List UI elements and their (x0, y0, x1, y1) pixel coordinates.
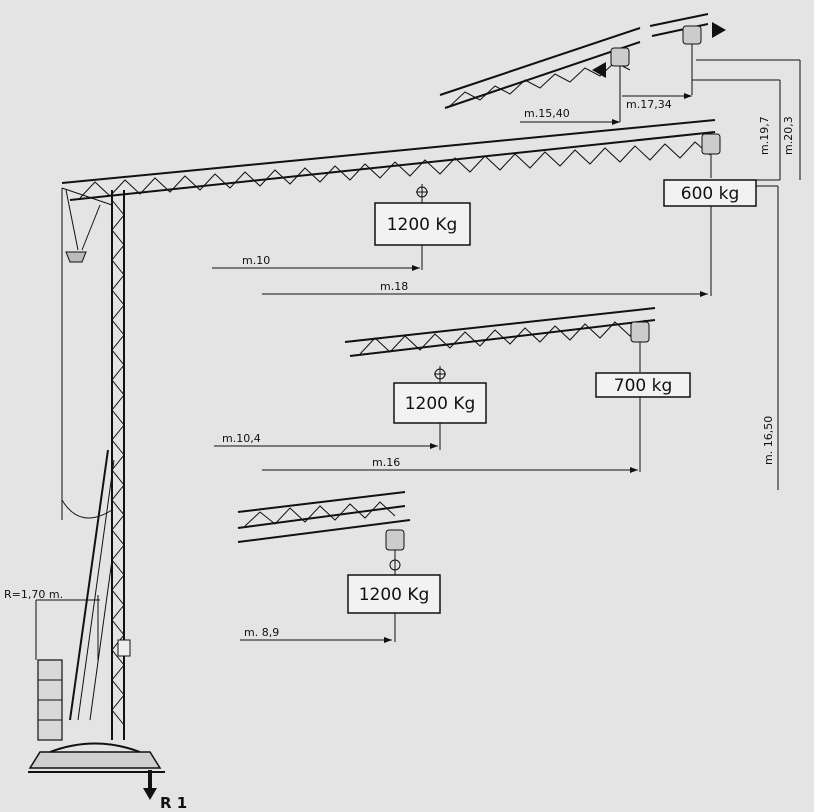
dim-m197: m.19,7 (758, 116, 771, 155)
load-boxes: 1200 Kg 600 kg 1200 Kg 700 kg 1200 Kg (347, 179, 757, 614)
load-mid-max: 700 kg (614, 376, 673, 396)
dim-m1540: m.15,40 (524, 107, 570, 120)
load-box-top-inner (374, 202, 471, 246)
jib-extended (439, 13, 726, 122)
reaction-label: R 1 (160, 794, 187, 812)
load-box-top-max (663, 179, 757, 207)
dim-m10: m.10 (242, 254, 270, 267)
dim-m1650: m. 16,50 (762, 416, 775, 465)
load-low: 1200 Kg (359, 585, 430, 605)
mast (28, 187, 165, 800)
load-box-low (347, 574, 441, 614)
load-top-max: 600 kg (681, 184, 740, 204)
load-top-inner: 1200 Kg (387, 215, 458, 235)
jib-top (61, 119, 721, 270)
dim-m18: m.18 (380, 280, 408, 293)
dim-m16: m.16 (372, 456, 400, 469)
dim-m104: m.10,4 (222, 432, 261, 445)
jib-middle (344, 307, 656, 450)
dim-radius: R=1,70 m. (4, 588, 63, 601)
dim-m203: m.20,3 (782, 116, 795, 155)
load-box-mid-inner (393, 382, 487, 424)
load-mid-inner: 1200 Kg (405, 394, 476, 414)
dimension-lines (35, 59, 801, 660)
dim-m89: m. 8,9 (244, 626, 279, 639)
jib-low (237, 491, 411, 575)
dimension-labels: m.10 m.18 m.10,4 m.16 m. 8,9 m.15,40 m.1… (4, 98, 795, 812)
dim-m1734: m.17,34 (626, 98, 672, 111)
load-box-mid-max (595, 372, 691, 398)
